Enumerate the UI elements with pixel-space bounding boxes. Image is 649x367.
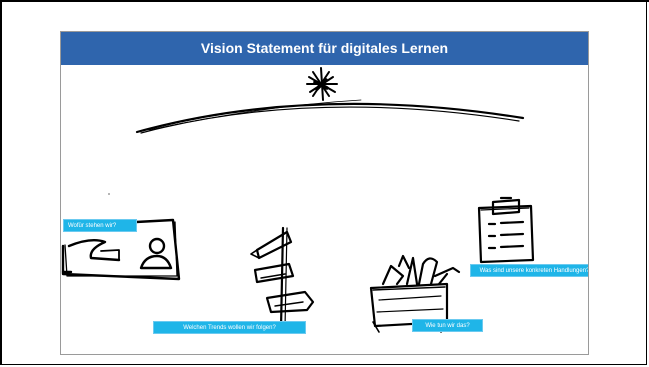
toolbox-icon <box>369 254 461 333</box>
horizon-line <box>135 99 525 134</box>
label-wie-tun-wir-das: Wie tun wir das? <box>412 319 483 332</box>
slide-title: Vision Statement für digitales Lernen <box>61 32 588 65</box>
star-icon <box>306 67 338 101</box>
label-konkrete-handlungen: Was sind unsere konkreten Handlungen? <box>470 264 588 277</box>
sketch-canvas <box>61 67 535 333</box>
slide: Vision Statement für digitales Lernen <box>60 31 589 355</box>
signpost-icon <box>250 226 315 330</box>
label-wofuer-stehen-wir: Wofür stehen wir? <box>63 219 137 232</box>
clipboard-checklist-icon <box>477 196 535 264</box>
outer-frame-top <box>0 0 649 2</box>
portrait-frame-icon <box>61 218 181 281</box>
label-trends: Welchen Trends wollen wir folgen? <box>153 321 306 334</box>
